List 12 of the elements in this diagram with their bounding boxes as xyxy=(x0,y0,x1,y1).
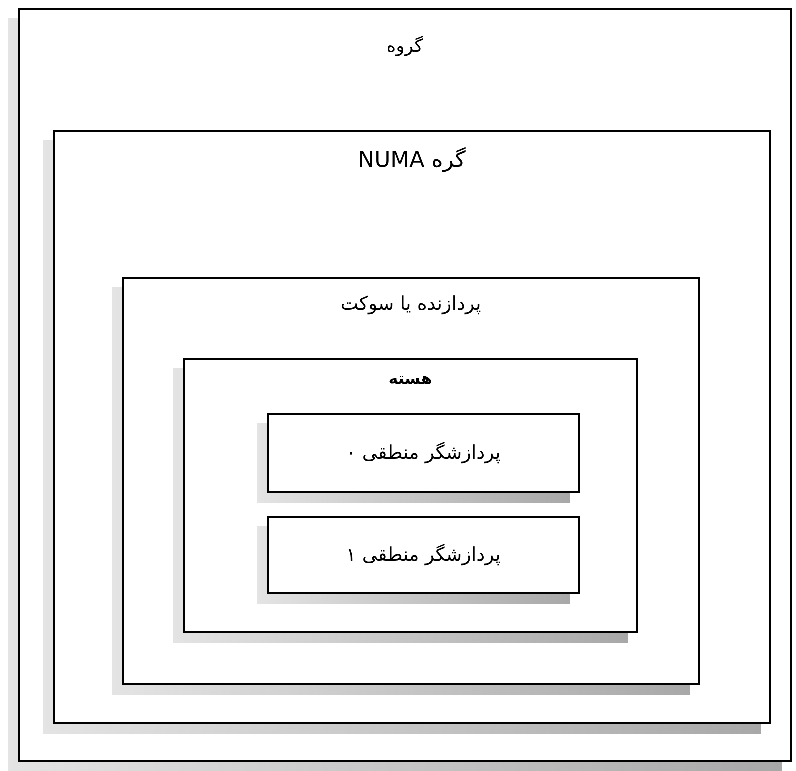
nested-box xyxy=(53,130,771,724)
nested-box xyxy=(183,358,638,633)
nested-box xyxy=(267,413,580,493)
nested-box xyxy=(18,8,792,762)
box-title: پردازشگر منطقی ۰ xyxy=(346,440,501,466)
nested-box xyxy=(122,277,700,685)
nested-box xyxy=(267,516,580,594)
box-title: گروه xyxy=(386,35,424,59)
box-title: هسته xyxy=(388,368,432,390)
box-title: گره NUMA xyxy=(358,147,466,175)
box-title: پردازنده یا سوکت xyxy=(340,292,482,317)
box-title: پردازشگر منطقی ۱ xyxy=(346,542,501,568)
